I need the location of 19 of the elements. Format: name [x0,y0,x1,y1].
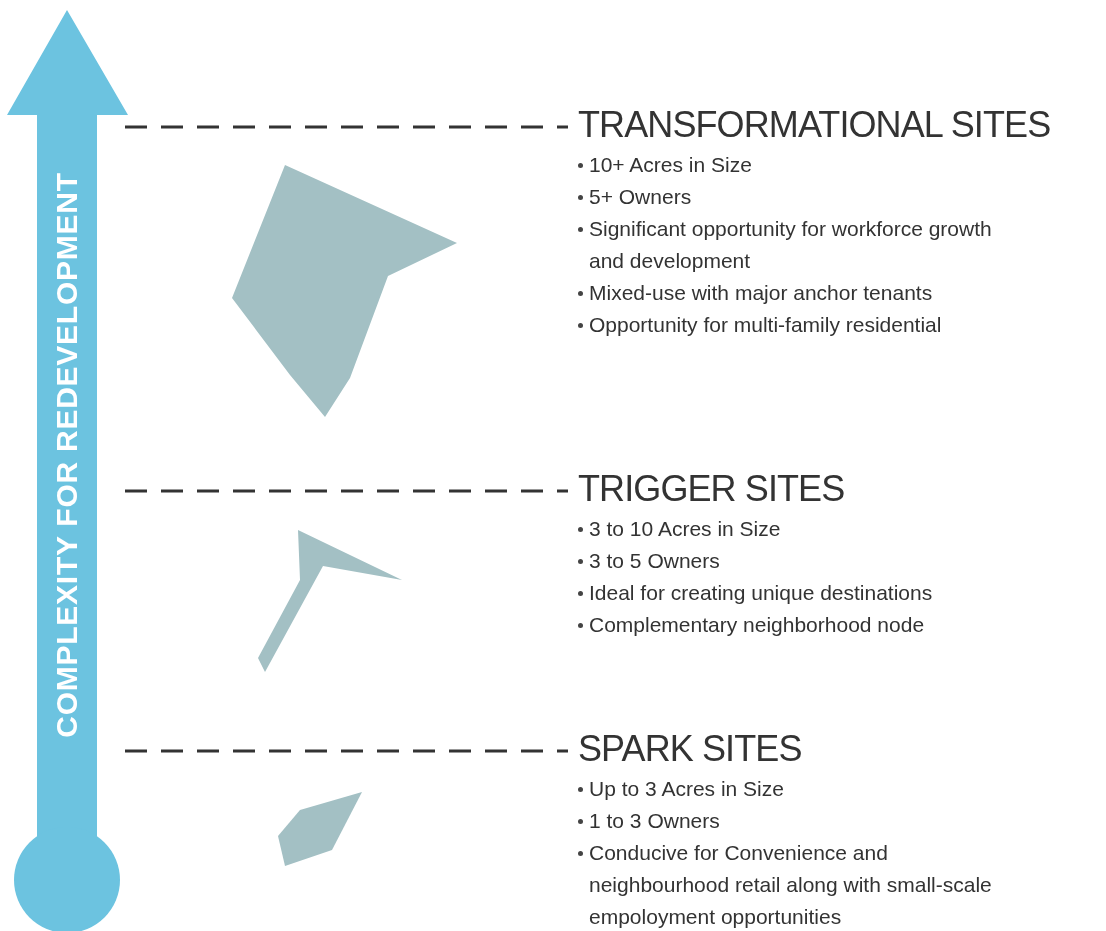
dashed-connector [125,749,568,753]
criteria-text: Significant opportunity for workforce growth and development [589,216,993,274]
criteria-text: 3 to 10 Acres in Size [589,516,782,542]
criteria-text: Ideal for creating unique destinations [589,580,934,606]
tier-heading: TRANSFORMATIONAL SITES [578,103,1052,147]
criteria-text: Complementary neighborhood node [589,612,926,638]
criteria-text: 3 to 5 Owners [589,548,721,574]
tier-heading: TRIGGER SITES [578,467,846,511]
criteria-text: Up to 3 Acres in Size [589,776,785,802]
criteria-text: Opportunity for multi-family residential [589,312,943,338]
dashed-connector [125,125,568,129]
tier-heading: SPARK SITES [578,727,803,771]
dashed-connector [125,489,568,493]
criteria-text: Conducive for Convenience and neighbourhood retail along with small-scale empoloyment opportunities [589,840,993,930]
axis-label: COMPLEXITY FOR REDEVELOPMENT [50,172,84,738]
criteria-text: 10+ Acres in Size [589,152,753,178]
criteria-text: Mixed-use with major anchor tenants [589,280,934,306]
criteria-text: 5+ Owners [589,184,693,210]
criteria-text: 1 to 3 Owners [589,808,721,834]
